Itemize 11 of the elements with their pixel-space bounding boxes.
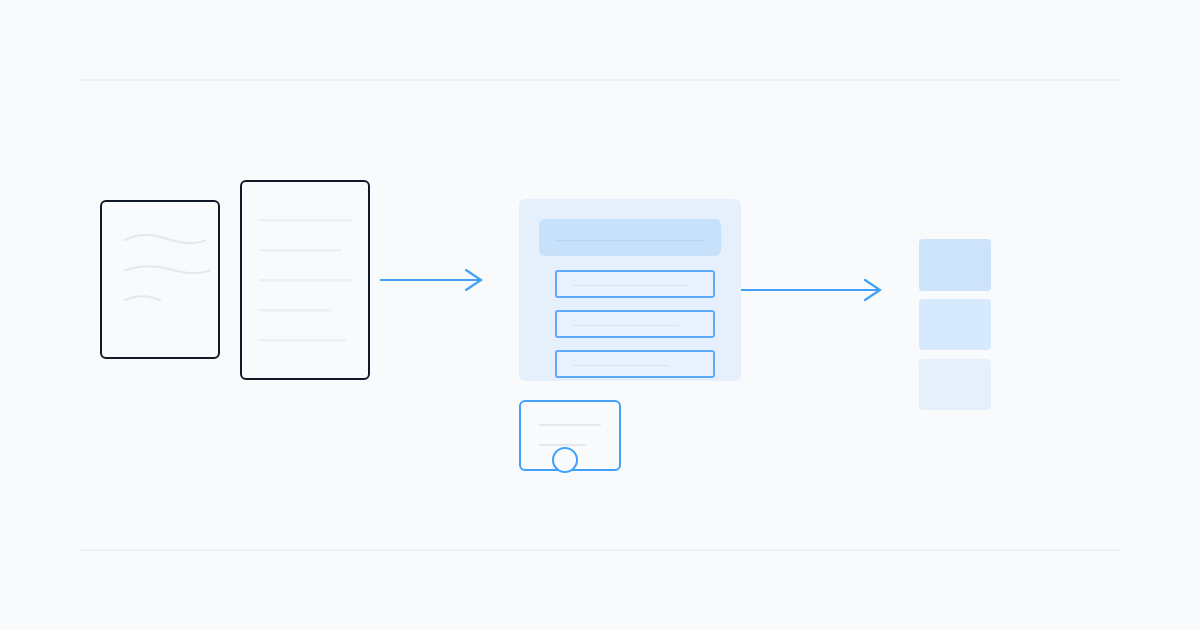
document-page bbox=[100, 200, 220, 359]
field-row bbox=[555, 310, 715, 338]
header-bar bbox=[539, 219, 721, 256]
field-row bbox=[555, 350, 715, 378]
arrow bbox=[380, 268, 483, 292]
field-row bbox=[555, 270, 715, 298]
arrow bbox=[741, 278, 882, 302]
form-panel bbox=[519, 199, 741, 381]
tile bbox=[919, 239, 991, 291]
tile bbox=[919, 299, 991, 350]
document-page bbox=[240, 180, 370, 380]
